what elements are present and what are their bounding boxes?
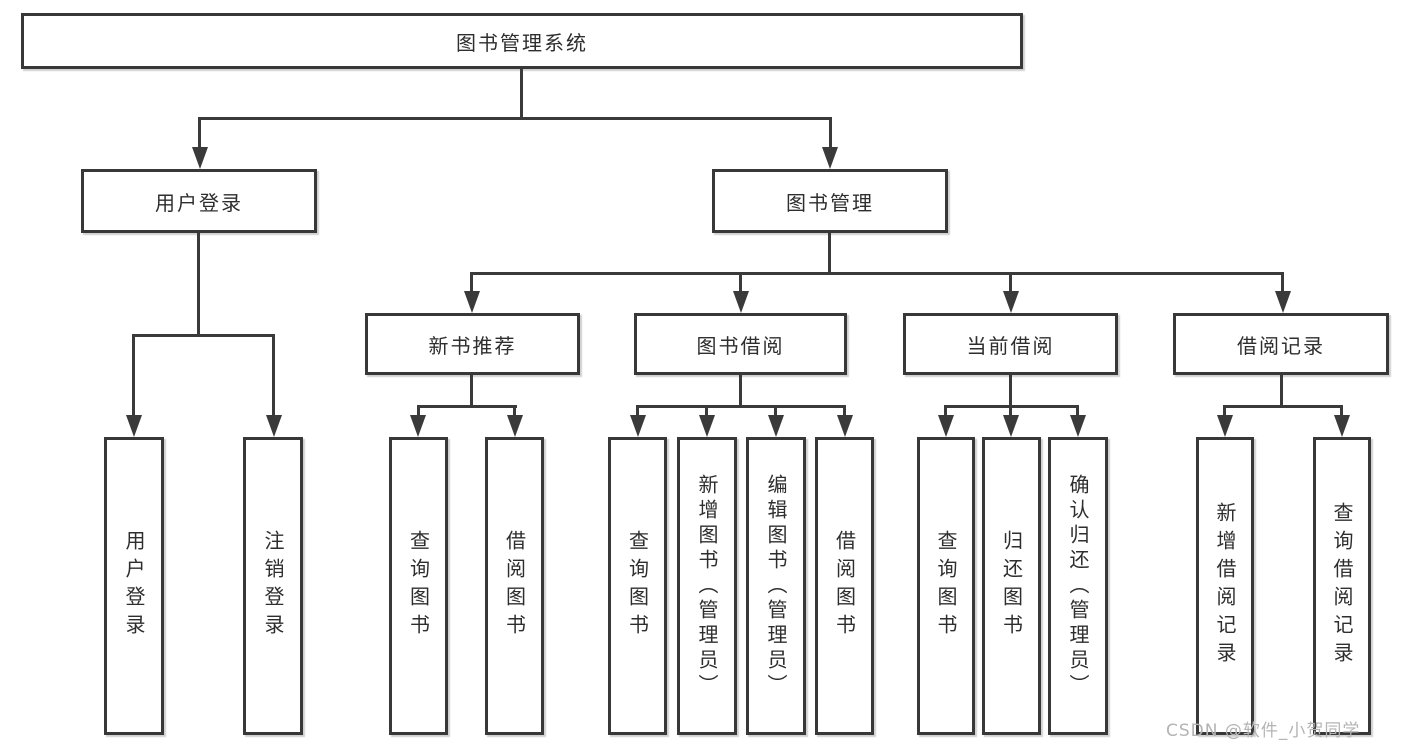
connector-line [132,334,275,337]
arrowhead-down [192,147,208,169]
node-label: 新书推荐 [428,333,517,358]
node-label: 查询图书 [934,530,958,642]
node-label: 图书借阅 [696,333,785,358]
connector-line [520,69,523,120]
connector-line [705,405,708,418]
arrowhead-down [1275,291,1291,313]
connector-line [132,334,135,417]
connector-line [470,272,1284,275]
node-new-book-recommend: 新书推荐 [365,313,580,375]
leaf-newbooks-borrow-books: 借阅图书 [485,437,544,735]
connector-line [843,405,846,418]
connector-line [636,405,639,418]
node-label: 确认归还（管理员） [1066,473,1090,699]
connector-line [1009,405,1012,418]
node-label: 图书管理 [786,190,874,215]
leaf-borrowing-borrow-books: 借阅图书 [815,437,874,735]
node-label: 查询图书 [406,530,431,642]
arrowhead-down [1070,415,1086,437]
leaf-current-return-books: 归还图书 [982,437,1041,735]
node-label: 图书管理系统 [456,30,588,55]
leaf-borrowing-query-books: 查询图书 [608,437,667,735]
arrowhead-down [1334,415,1350,437]
leaf-logout: 注销登录 [243,437,303,735]
connector-line [739,272,742,293]
connector-line [417,405,420,418]
node-borrowing-records: 借阅记录 [1173,313,1389,375]
leaf-records-add-record: 新增借阅记录 [1196,437,1254,735]
node-label: 借阅图书 [832,530,857,642]
arrowhead-down [410,415,426,437]
arrowhead-down [733,291,749,313]
connector-line [1076,405,1079,418]
arrowhead-down [837,415,853,437]
arrowhead-down [464,291,480,313]
leaf-borrowing-add-books-admin: 新增图书（管理员） [677,437,737,735]
connector-line [774,405,777,418]
node-user-login: 用户登录 [81,169,317,233]
leaf-records-query-record: 查询借阅记录 [1313,437,1371,735]
connector-line [198,117,201,149]
connector-line [470,375,473,408]
leaf-borrowing-edit-books-admin: 编辑图书（管理员） [746,437,806,735]
connector-line [1223,405,1226,418]
node-label: 查询借阅记录 [1330,502,1354,670]
node-label: 注销登录 [261,530,285,642]
arrowhead-down [822,147,838,169]
connector-line [1281,272,1284,293]
arrowhead-down [126,415,142,437]
arrowhead-down [699,415,715,437]
node-label: 查询图书 [625,530,650,642]
leaf-newbooks-query-books: 查询图书 [389,437,448,735]
arrowhead-down [768,415,784,437]
node-label: 当前借阅 [966,333,1055,358]
connector-line [198,117,832,120]
connector-line [417,405,517,408]
connector-line [1009,375,1012,408]
arrowhead-down [938,415,954,437]
leaf-current-query-books: 查询图书 [917,437,975,735]
connector-line [636,405,846,408]
node-label: 用户登录 [122,530,146,642]
arrowhead-down [1217,415,1233,437]
connector-line [944,405,947,418]
arrowhead-down [1003,291,1019,313]
connector-line [1223,405,1343,408]
node-label: 归还图书 [999,530,1024,642]
connector-line [1009,272,1012,293]
node-current-borrowing: 当前借阅 [903,313,1118,375]
arrowhead-down [630,415,646,437]
connector-line [513,405,516,418]
node-label: 用户登录 [155,190,243,215]
connector-line [829,117,832,149]
node-book-borrowing: 图书借阅 [634,313,847,375]
connector-line [272,334,275,417]
connector-line [1280,375,1283,408]
leaf-current-confirm-return-admin: 确认归还（管理员） [1048,437,1108,735]
leaf-user-login: 用户登录 [104,437,164,735]
node-book-management: 图书管理 [712,169,948,233]
connector-line [197,233,200,337]
connector-line [470,272,473,293]
node-label: 编辑图书（管理员） [764,473,788,699]
connector-line [739,375,742,408]
arrowhead-down [266,415,282,437]
arrowhead-down [1003,415,1019,437]
node-library-system: 图书管理系统 [21,13,1023,69]
node-label: 新增借阅记录 [1213,502,1237,670]
node-label: 新增图书（管理员） [695,473,719,699]
connector-line [828,233,831,275]
connector-line [1340,405,1343,418]
arrowhead-down [507,415,523,437]
node-label: 借阅记录 [1237,333,1325,358]
node-label: 借阅图书 [502,530,527,642]
